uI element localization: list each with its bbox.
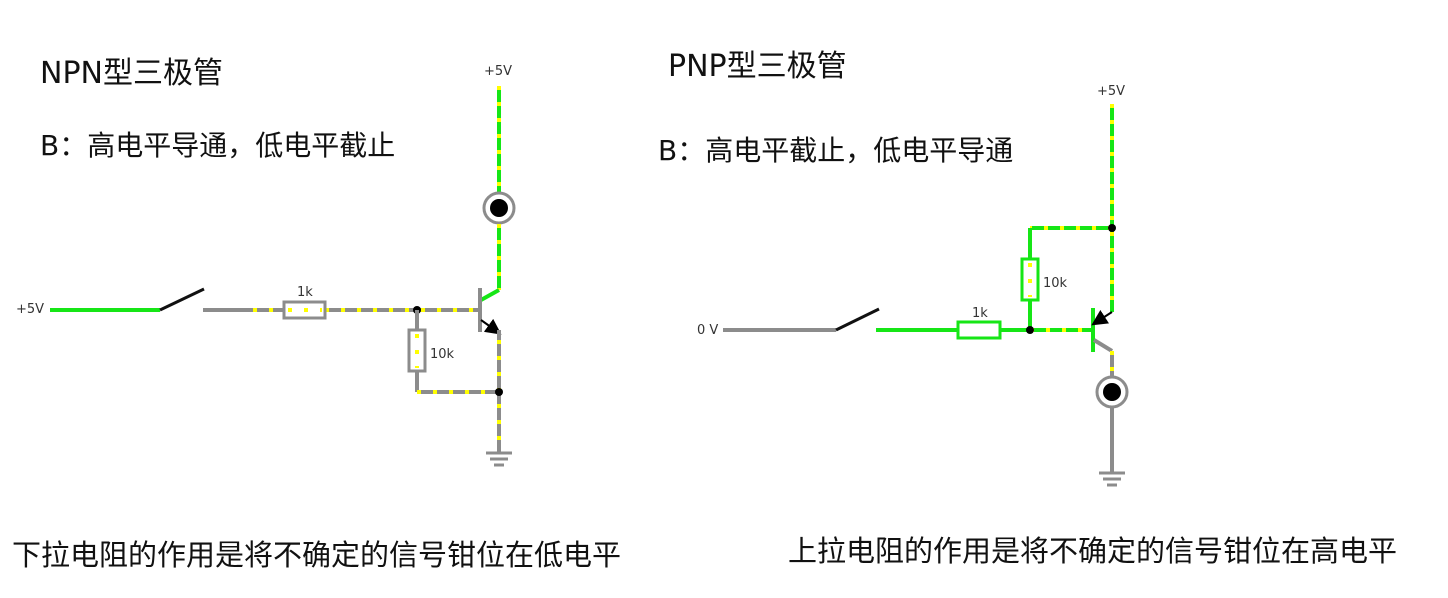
npn-switch[interactable] [159,287,205,312]
pnp-base-junction [1026,326,1034,334]
npn-pulldown-resistor-label: 10k [430,347,455,362]
pnp-pullup-resistor-label: 10k [1043,276,1068,291]
pnp-vcc-junction [1108,224,1116,232]
pnp-title: PNP型三极管 [668,49,847,84]
npn-caption: 下拉电阻的作用是将不确定的信号钳位在低电平 [12,538,622,572]
pnp-base-resistor[interactable]: 1k [956,306,1002,340]
pnp-vcc-wire [1030,104,1114,312]
pnp-switch[interactable] [835,307,880,332]
npn-input-label: +5V [16,302,44,317]
pnp-caption: 上拉电阻的作用是将不确定的信号钳位在高电平 [788,534,1398,568]
pnp-input-label: 0 V [697,323,718,338]
npn-title: NPN型三极管 [40,56,223,91]
npn-lamp[interactable] [482,191,516,225]
npn-rule-text: B：高电平导通，低电平截止 [40,129,396,162]
pnp-pullup-resistor[interactable]: 10k [1020,257,1068,302]
pnp-transistor[interactable] [1091,308,1114,353]
pnp-base-resistor-label: 1k [972,306,988,321]
npn-circuit: +5V +5V [16,64,516,467]
pnp-rule-text: B：高电平截止，低电平导通 [658,134,1014,167]
pnp-ground-icon [1099,471,1125,487]
npn-ground-junction [495,388,503,396]
npn-base-resistor-label: 1k [297,285,313,300]
npn-collector-wire [480,224,501,302]
pnp-lamp[interactable] [1095,375,1129,409]
npn-ground-icon [486,451,512,467]
npn-pulldown-wire [415,310,499,394]
pnp-vcc-label: +5V [1097,84,1125,99]
pnp-circuit: +5V 0 V 10k [697,84,1129,487]
npn-vcc-label: +5V [484,64,512,79]
npn-pulldown-resistor[interactable]: 10k [407,328,455,373]
npn-transistor[interactable] [478,288,502,335]
npn-base-resistor[interactable]: 1k [282,285,327,320]
